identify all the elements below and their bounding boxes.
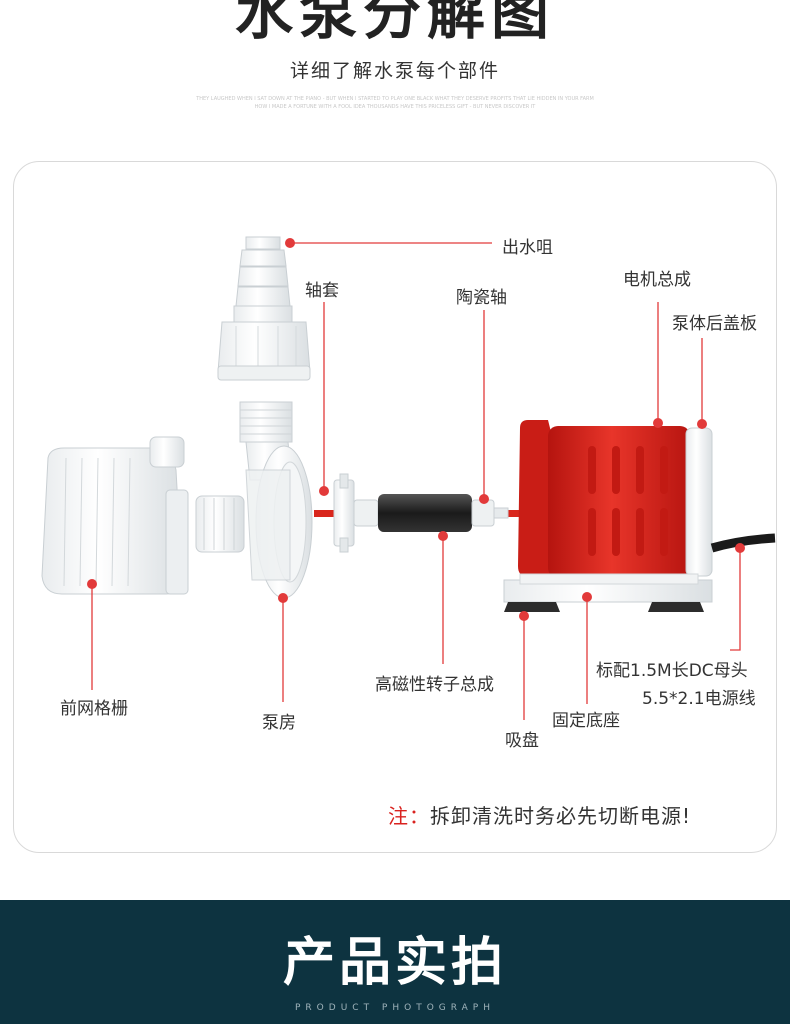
label-motor-assembly: 电机总成 [623, 265, 691, 290]
pump-exploded-diagram [0, 0, 790, 900]
banner-title: 产品实拍 [0, 928, 790, 998]
motor-assembly-part [518, 420, 775, 578]
label-power-cable-line1: 标配1.5M长DC母头 [596, 656, 748, 681]
fixed-base-part [504, 574, 712, 602]
suction-cup-part [504, 602, 704, 612]
label-fixed-base: 固定底座 [552, 706, 620, 731]
label-magnetic-rotor: 高磁性转子总成 [375, 670, 494, 695]
label-pump-housing: 泵房 [262, 708, 296, 733]
banner-subtitle: PRODUCT PHOTOGRAPH [0, 1003, 790, 1013]
label-shaft-sleeve: 轴套 [305, 276, 339, 301]
label-front-grille: 前网格栅 [60, 694, 128, 719]
label-outlet-nozzle: 出水咀 [502, 233, 553, 258]
notice-prefix: 注： [388, 804, 430, 828]
label-rear-cover: 泵体后盖板 [672, 309, 757, 334]
label-ceramic-shaft: 陶瓷轴 [456, 283, 507, 308]
magnetic-rotor-part [314, 474, 524, 552]
pump-housing-part [196, 402, 312, 598]
front-grille-part [42, 437, 188, 594]
label-suction-cup: 吸盘 [505, 726, 539, 751]
notice-text: 拆卸清洗时务必先切断电源! [430, 804, 691, 828]
safety-notice: 注：拆卸清洗时务必先切断电源! [388, 800, 691, 829]
label-power-cable-line2: 5.5*2.1电源线 [642, 684, 756, 709]
outlet-nozzle-part [218, 237, 310, 380]
